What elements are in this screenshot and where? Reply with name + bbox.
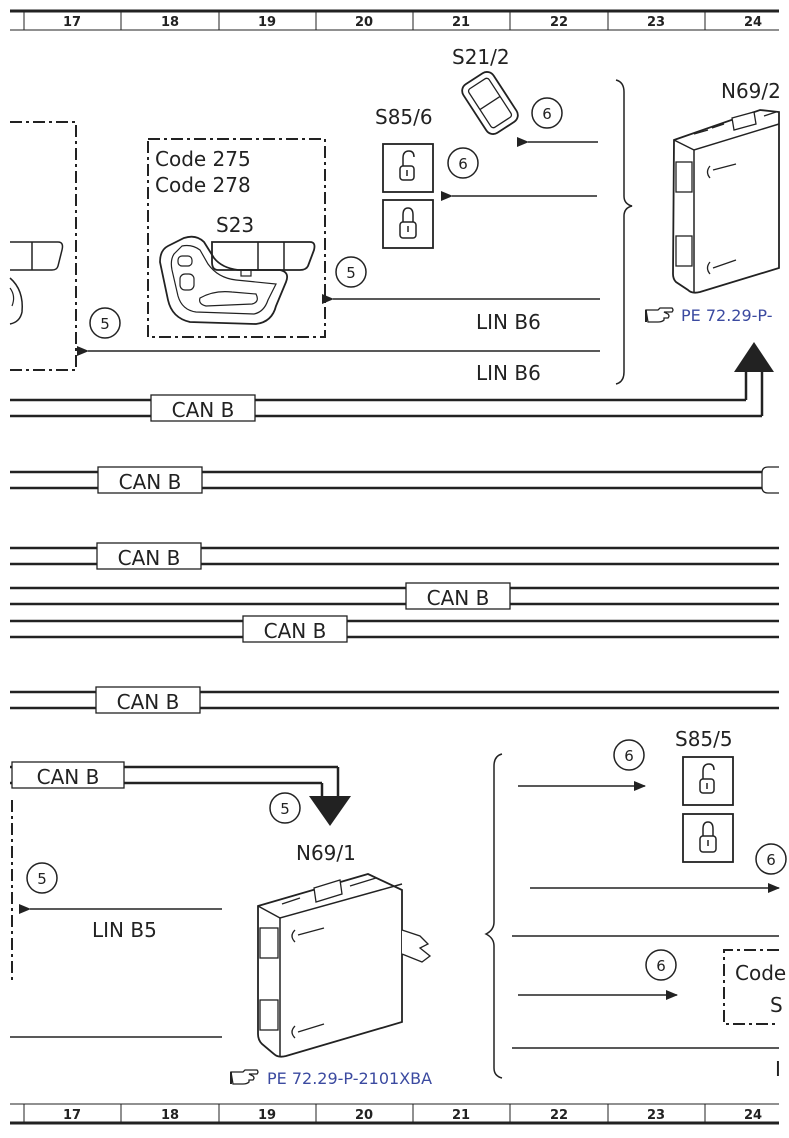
s85-6-label: S85/6 [375,105,433,129]
bottom-ruler: 17 18 19 20 21 22 23 24 [10,1103,779,1125]
pointing-hand-icon [645,307,674,323]
can-b-bus-3: CAN B [10,542,779,570]
badge-6-s85: 6 [447,147,479,179]
n69-1-module: N69/1 [257,841,432,1058]
s85-5-switch: S85/5 [675,727,734,863]
lock-icon [399,207,417,239]
unlock-icon [399,150,415,181]
i-partial-label: I [775,1057,781,1081]
svg-text:CAN B: CAN B [264,619,327,643]
svg-text:6: 6 [766,851,776,869]
pointing-hand-icon [230,1069,259,1085]
lin-b6-lower-label: LIN B6 [476,361,541,385]
ruler-col-19: 19 [258,15,276,30]
svg-text:6: 6 [542,105,552,123]
can-b-bus-5: CAN B [10,615,779,643]
ruler-col-18: 18 [161,15,179,30]
badge-6-code: 6 [645,949,677,981]
can-b-tag-1: CAN B [150,394,256,422]
ruler-bottom-col-19: 19 [258,1108,276,1123]
ruler-col-23: 23 [647,15,665,30]
svg-text:6: 6 [624,747,634,765]
code-box-partial: Code S [723,949,786,1025]
svg-text:CAN B: CAN B [117,690,180,714]
code-275-278-box: Code 275 Code 278 S23 [147,138,326,338]
ruler-bottom-col-24: 24 [744,1108,762,1123]
ruler-bottom-col-22: 22 [550,1108,568,1123]
n69-1-reference-link[interactable]: PE 72.29-P-2101XBA [230,1069,432,1088]
ruler-col-17: 17 [63,15,81,30]
brace-bottom [484,753,503,1079]
badge-5-s23: 5 [335,256,367,288]
signal-arrows-top [77,137,600,356]
code-partial-label: Code [735,961,786,985]
can-b-bus-2: CAN B [10,466,779,494]
lin-b5-label: LIN B5 [92,918,157,942]
ruler-col-22: 22 [550,15,568,30]
svg-text:CAN B: CAN B [172,398,235,422]
ruler-bottom-col-21: 21 [452,1108,470,1123]
badge-6-right: 6 [755,843,787,875]
s-partial-label: S [770,993,783,1017]
n69-2-module: N69/2 [672,79,781,294]
ruler-bottom-col-20: 20 [355,1108,373,1123]
n69-1-ref-text[interactable]: PE 72.29-P-2101XBA [267,1069,432,1088]
s23-seat-switch-icon [159,235,316,325]
can-b-bus-6: CAN B [10,686,779,714]
s85-6-switch: S85/6 [375,105,434,249]
can-b-arrow-n69-1: CAN B [10,761,351,826]
ruler-col-24: 24 [744,15,762,30]
badge-5-left: 5 [89,307,121,339]
lin-b6-upper-label: LIN B6 [476,310,541,334]
brace-top [615,79,633,385]
s85-5-label: S85/5 [675,727,733,751]
svg-text:5: 5 [280,800,290,818]
lock-icon [699,821,717,853]
svg-text:CAN B: CAN B [118,546,181,570]
n69-1-label: N69/1 [296,841,356,865]
can-b-bus-4: CAN B [10,582,779,610]
svg-text:CAN B: CAN B [427,586,490,610]
s21-2-switch: S21/2 [452,45,519,135]
svg-text:5: 5 [346,264,356,282]
badge-6-s85-5: 6 [613,739,645,771]
s21-2-label: S21/2 [452,45,510,69]
svg-text:6: 6 [656,957,666,975]
badge-5-can: 5 [269,792,301,824]
can-b-tag-bottom: CAN B [37,765,100,789]
svg-text:5: 5 [37,870,47,888]
left-seat-box-partial [9,121,77,371]
n69-2-reference-link[interactable]: PE 72.29-P- [645,306,773,325]
ruler-bottom-col-17: 17 [63,1108,81,1123]
top-ruler: 17 18 19 20 21 22 23 24 [10,9,779,31]
n69-2-ref-text[interactable]: PE 72.29-P- [681,306,773,325]
ruler-bottom-col-23: 23 [647,1108,665,1123]
ruler-col-21: 21 [452,15,470,30]
svg-text:6: 6 [458,155,468,173]
badge-6-s21: 6 [531,97,563,129]
svg-text:5: 5 [100,315,110,333]
n69-2-label: N69/2 [721,79,781,103]
s23-label: S23 [216,213,254,237]
can-b-arrow-n69-2 [10,342,774,418]
signal-arrows-bottom [512,781,780,1049]
unlock-icon [699,763,715,794]
badge-5-lin: 5 [26,862,58,894]
ruler-bottom-col-18: 18 [161,1108,179,1123]
code-275-label: Code 275 [155,147,251,171]
svg-text:CAN B: CAN B [119,470,182,494]
code-278-label: Code 278 [155,173,251,197]
ruler-col-20: 20 [355,15,373,30]
